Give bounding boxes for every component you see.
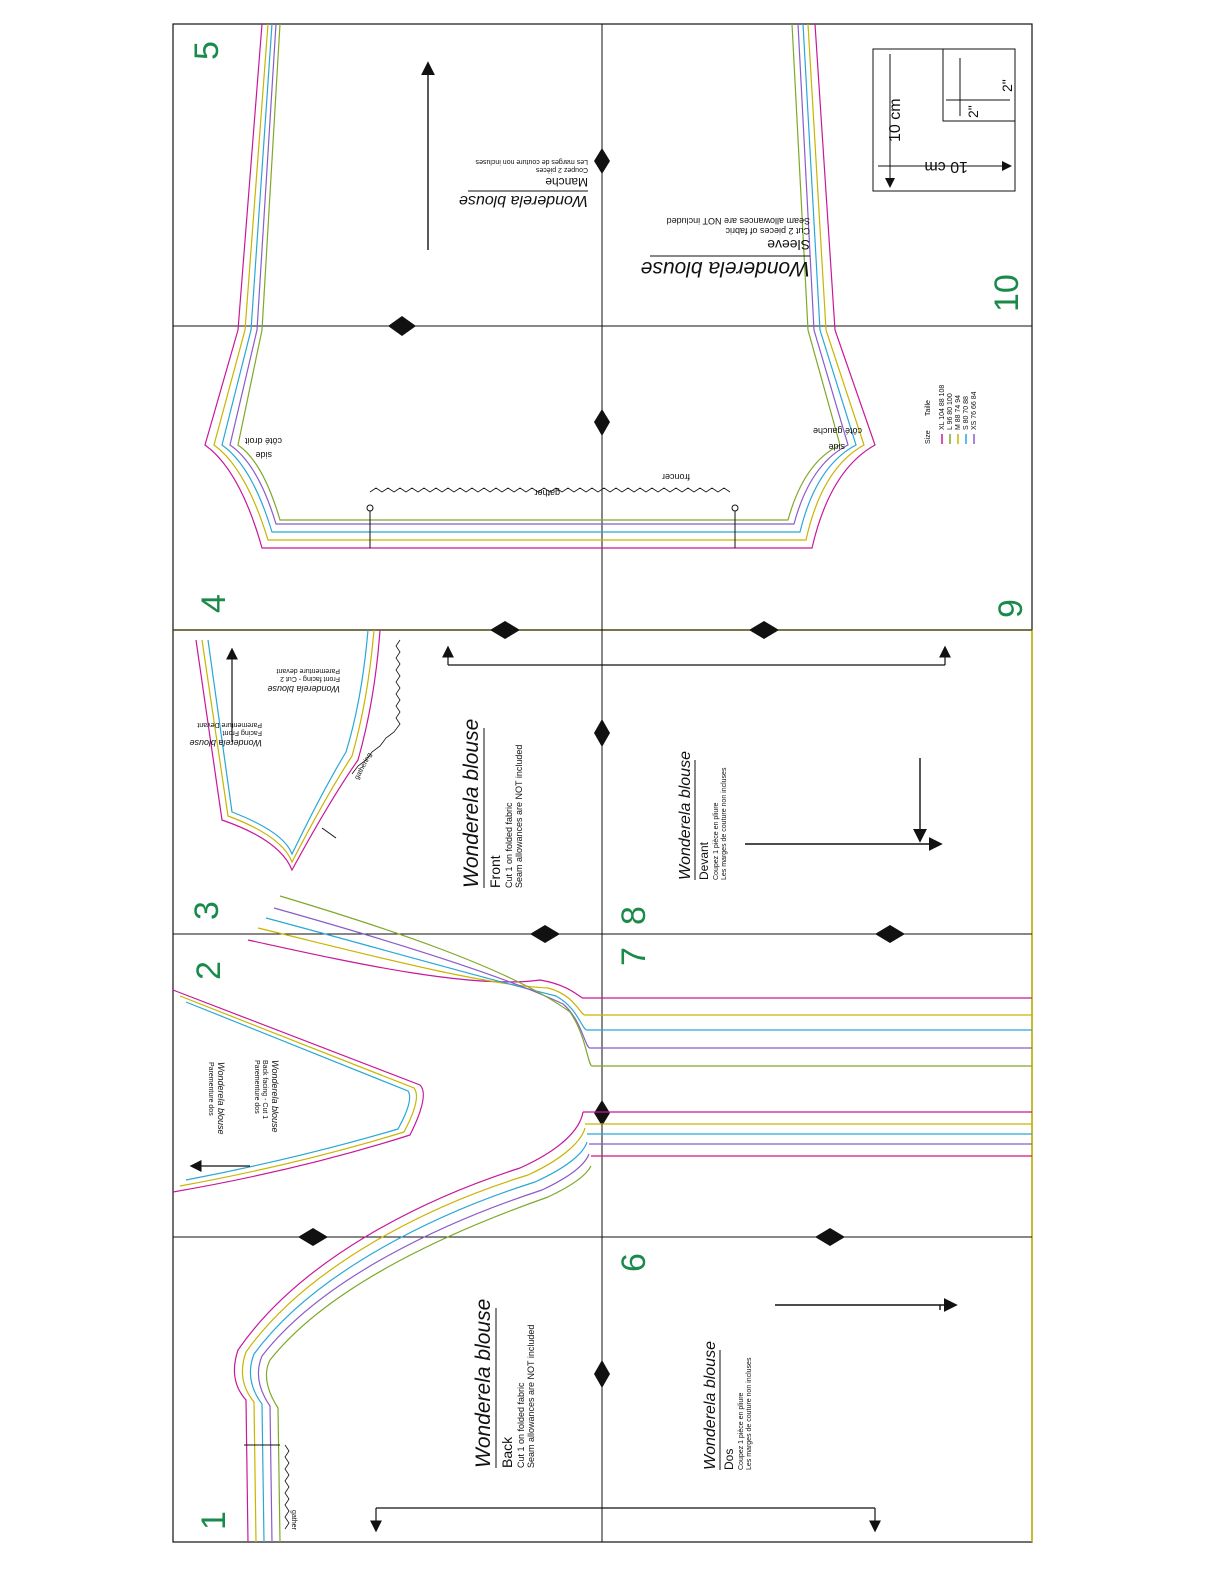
manche-piece: Manche xyxy=(545,175,588,189)
gather-zigzag xyxy=(369,487,731,493)
sleeve-outline xyxy=(204,23,876,549)
dos-title: Wonderela blouse xyxy=(702,1341,719,1470)
manche-title: Wonderela blouse xyxy=(459,192,588,209)
sleeve-gather-label: gather xyxy=(534,488,560,498)
size-row: XL 104 88 108 xyxy=(939,385,946,430)
page-number-5: 5 xyxy=(188,41,226,60)
size-header-1: Size xyxy=(925,430,932,444)
devant-line2: Les marges de couture non incluses xyxy=(721,767,728,880)
front-facing-outline xyxy=(195,629,381,872)
sleeve-notch-dot xyxy=(731,504,739,512)
dos-line2: Les marges de couture non incluses xyxy=(746,1357,753,1470)
page-number-2: 2 xyxy=(190,961,228,980)
page-number-9: 9 xyxy=(992,599,1030,618)
back-facing-label-2: Wonderela blouse Parementure dos xyxy=(207,1062,226,1135)
devant-title: Wonderela blouse xyxy=(677,751,694,880)
page-number-10: 10 xyxy=(988,274,1026,312)
front-line1: Cut 1 on folded fabric xyxy=(504,802,514,888)
back-line2: Seam allowances are NOT included xyxy=(526,1325,536,1468)
front-facing-line1: Facing Front xyxy=(223,729,262,736)
manche-line2: Les marges de couture non incluses xyxy=(475,158,588,165)
size-row: M 88 74 94 xyxy=(955,395,962,430)
sleeve-side-right-2: côté gauche xyxy=(813,426,862,436)
sleeve-label: Wonderela blouse Sleeve Cut 2 pieces of … xyxy=(641,216,810,280)
back-facing-outline xyxy=(172,989,424,1193)
scale-in-vertical: 2" xyxy=(965,105,981,118)
front-facing-label: Wonderela blouse Facing Front Parementur… xyxy=(189,721,262,748)
scale-in-horizontal: 2" xyxy=(999,79,1015,92)
back-facing-line1: Back facing - Cut 1 xyxy=(261,1060,268,1119)
size-header-2: Taille xyxy=(925,400,932,416)
front-piece: Front xyxy=(487,855,503,888)
size-row: L 96 80 100 xyxy=(947,393,954,430)
back-piece: Back xyxy=(499,1436,515,1468)
front-facing-line4: Parementure devant xyxy=(277,667,340,674)
sleeve-line1: Cut 2 pieces of fabric xyxy=(725,226,810,236)
back-fold-line xyxy=(370,1507,881,1533)
back-facing-title-2: Wonderela blouse xyxy=(216,1062,226,1135)
back-label: Wonderela blouse Back Cut 1 on folded fa… xyxy=(472,1299,536,1468)
front-facing-line2: Parementure Devant xyxy=(197,721,262,728)
page-number-6: 6 xyxy=(615,1253,653,1272)
page-number-1: 1 xyxy=(195,1511,233,1530)
scale-cm-horizontal: 10 cm xyxy=(924,158,968,175)
devant-label: Wonderela blouse Devant Coupez 1 pièce e… xyxy=(677,751,728,880)
page-number-3: 3 xyxy=(188,901,226,920)
dos-label: Wonderela blouse Dos Coupez 1 pièce en p… xyxy=(702,1341,753,1470)
front-facing-line3: Front facing - Cut 2 xyxy=(280,675,340,682)
front-title: Wonderela blouse xyxy=(460,719,483,888)
size-table: Size Taille XL 104 88 108 L 96 80 100 M … xyxy=(925,385,978,444)
page-number-4: 4 xyxy=(195,594,233,613)
page-number-7: 7 xyxy=(615,947,653,966)
bodice-hem-lines xyxy=(583,1111,1032,1157)
front-facing-zigzag xyxy=(351,639,401,775)
back-facing-line2: Parementure dos xyxy=(253,1060,260,1114)
sleeve-side-left-2: côté droit xyxy=(244,436,282,446)
manche-label: Wonderela blouse Manche Coupez 2 pièces … xyxy=(459,158,588,209)
sleeve-piece: Sleeve xyxy=(767,237,810,253)
size-row: XS 76 66 84 xyxy=(971,391,978,430)
sleeve-side-right: side xyxy=(828,442,845,452)
front-facing-title: Wonderela blouse xyxy=(189,738,262,748)
scale-cm-vertical: 10 cm xyxy=(887,98,904,142)
back-facing-line3: Parementure dos xyxy=(207,1062,214,1116)
page-number-8: 8 xyxy=(615,906,653,925)
devant-line1: Coupez 1 pièce en pliure xyxy=(713,802,720,880)
front-line2: Seam allowances are NOT included xyxy=(514,745,524,888)
scale-box: 10 cm 10 cm 2" 2" xyxy=(872,48,1016,192)
back-line1: Cut 1 on folded fabric xyxy=(516,1382,526,1468)
back-gather-label: gather xyxy=(290,1510,297,1531)
sleeve-title: Wonderela blouse xyxy=(641,257,810,280)
size-row: S 80 70 88 xyxy=(963,396,970,430)
front-gathering-label: gathering xyxy=(354,752,374,781)
back-facing-label: Wonderela blouse Back facing - Cut 1 Par… xyxy=(253,1060,280,1133)
manche-line1: Coupez 2 pièces xyxy=(535,166,588,173)
front-facing-label-2: Wonderela blouse Front facing - Cut 2 Pa… xyxy=(267,667,340,694)
bodice-outline xyxy=(247,895,1032,1067)
front-fold-line xyxy=(442,645,951,666)
dos-piece: Dos xyxy=(722,1449,736,1470)
back-title: Wonderela blouse xyxy=(472,1299,495,1468)
front-facing-title-2: Wonderela blouse xyxy=(267,684,340,694)
sleeve-side-left: side xyxy=(255,450,272,460)
back-facing-title: Wonderela blouse xyxy=(270,1060,280,1133)
sleeve-line2: Seam allowances are NOT included xyxy=(667,216,810,226)
alignment-marks xyxy=(298,148,905,1388)
devant-piece: Devant xyxy=(697,841,711,880)
dos-line1: Coupez 1 pièce en pliure xyxy=(738,1392,745,1470)
back-gather-zigzag xyxy=(284,1444,290,1530)
front-notch xyxy=(321,827,337,839)
sleeve-fronce-label: froncer xyxy=(662,472,690,482)
sleeve-notch-dot xyxy=(366,504,374,512)
front-label: Wonderela blouse Front Cut 1 on folded f… xyxy=(460,719,524,888)
bodice-outline-back xyxy=(233,1111,592,1543)
